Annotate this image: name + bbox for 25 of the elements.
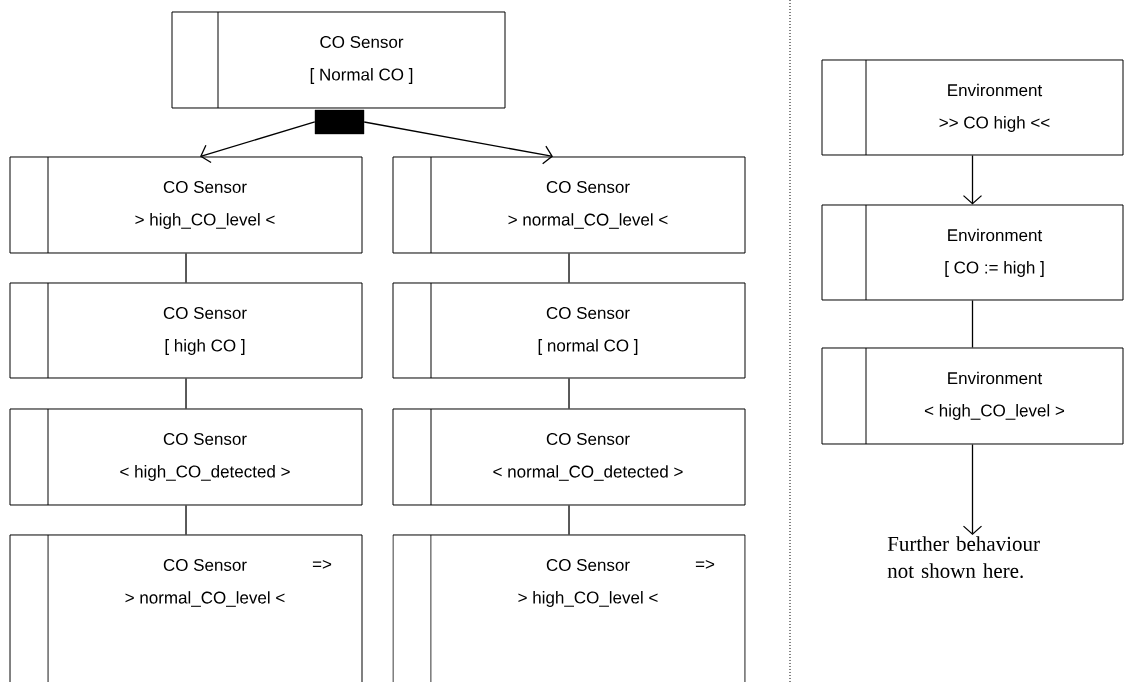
note-text: Further behaviour not shown here.: [887, 536, 1040, 579]
arrow: [363, 121, 553, 165]
process-box: CO Sensor < normal_CO_detected >: [392, 408, 746, 506]
connector-line: [185, 252, 187, 284]
process-box: CO Sensor [ high CO ]: [9, 282, 363, 379]
process-box: CO Sensor => > high_CO_level <: [392, 534, 746, 682]
connector-line: [568, 252, 570, 284]
connector-line: [971, 299, 974, 349]
process-box: Environment >> CO high <<: [821, 59, 1124, 156]
process-box: CO Sensor < high_CO_detected >: [9, 408, 363, 506]
arrow: [962, 154, 983, 205]
process-box: CO Sensor [ normal CO ]: [392, 282, 746, 379]
arrow: [200, 121, 316, 164]
process-box: CO Sensor > normal_CO_level <: [392, 156, 746, 254]
connector-line: [185, 504, 187, 536]
process-box: CO Sensor => > normal_CO_level <: [9, 534, 363, 682]
process-box: CO Sensor > high_CO_level <: [9, 156, 363, 254]
connector-line: [568, 504, 570, 536]
connector-line: [568, 377, 570, 410]
arrow: [962, 443, 983, 535]
process-box: Environment [ CO := high ]: [821, 204, 1124, 301]
process-box: Environment < high_CO_level >: [821, 347, 1124, 445]
fork-bar: [314, 109, 365, 135]
process-box: CO Sensor [ Normal CO ]: [171, 11, 506, 109]
connector-line: [185, 377, 187, 410]
